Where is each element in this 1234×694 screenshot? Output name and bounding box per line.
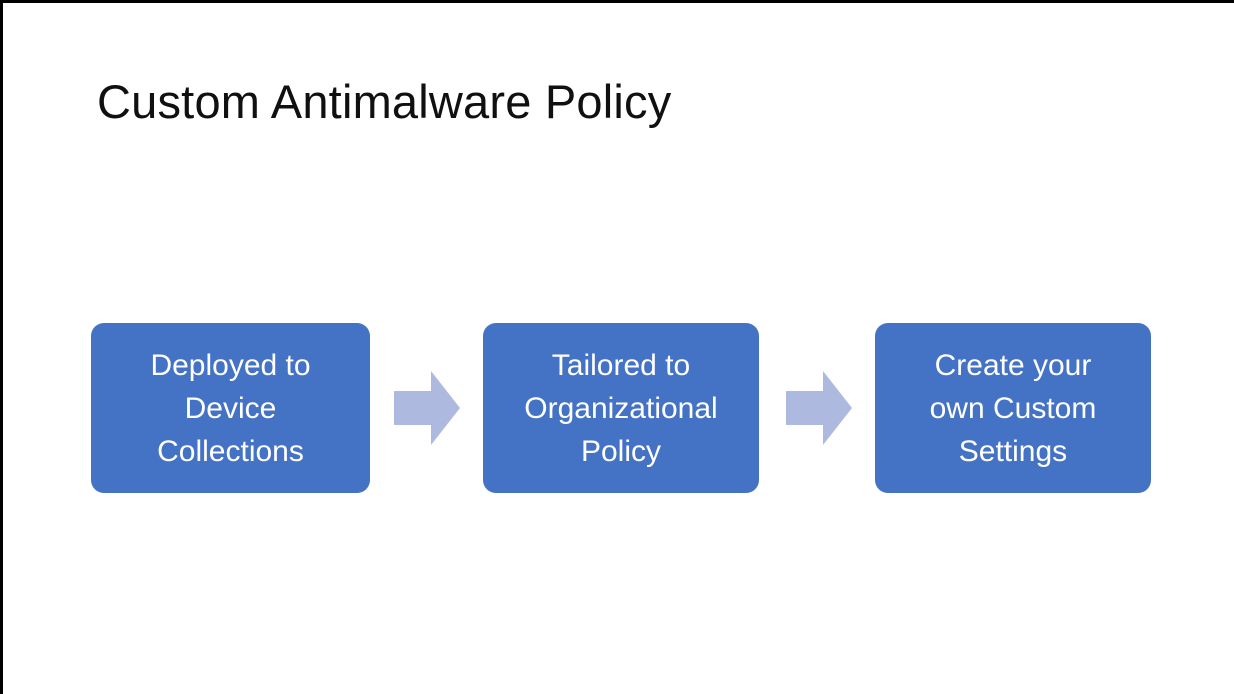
flow-node-label: Create your own Custom Settings	[929, 348, 1097, 468]
flow-node-label: Deployed to Device Collections	[150, 348, 311, 468]
flow-node-label: Tailored to Organizational Policy	[524, 348, 718, 468]
flow-node-create-your-own-custom-settings[interactable]: Create your own Custom Settings	[875, 323, 1151, 493]
page-title: Custom Antimalware Policy	[97, 75, 672, 128]
process-flow-diagram: Deployed to Device Collections Tailored …	[91, 323, 1151, 493]
flow-node-deployed-to-device-collections[interactable]: Deployed to Device Collections	[91, 323, 370, 493]
flow-node-tailored-to-organizational-policy[interactable]: Tailored to Organizational Policy	[483, 323, 759, 493]
arrow-right-icon	[394, 371, 460, 445]
arrow-right-icon	[786, 371, 852, 445]
